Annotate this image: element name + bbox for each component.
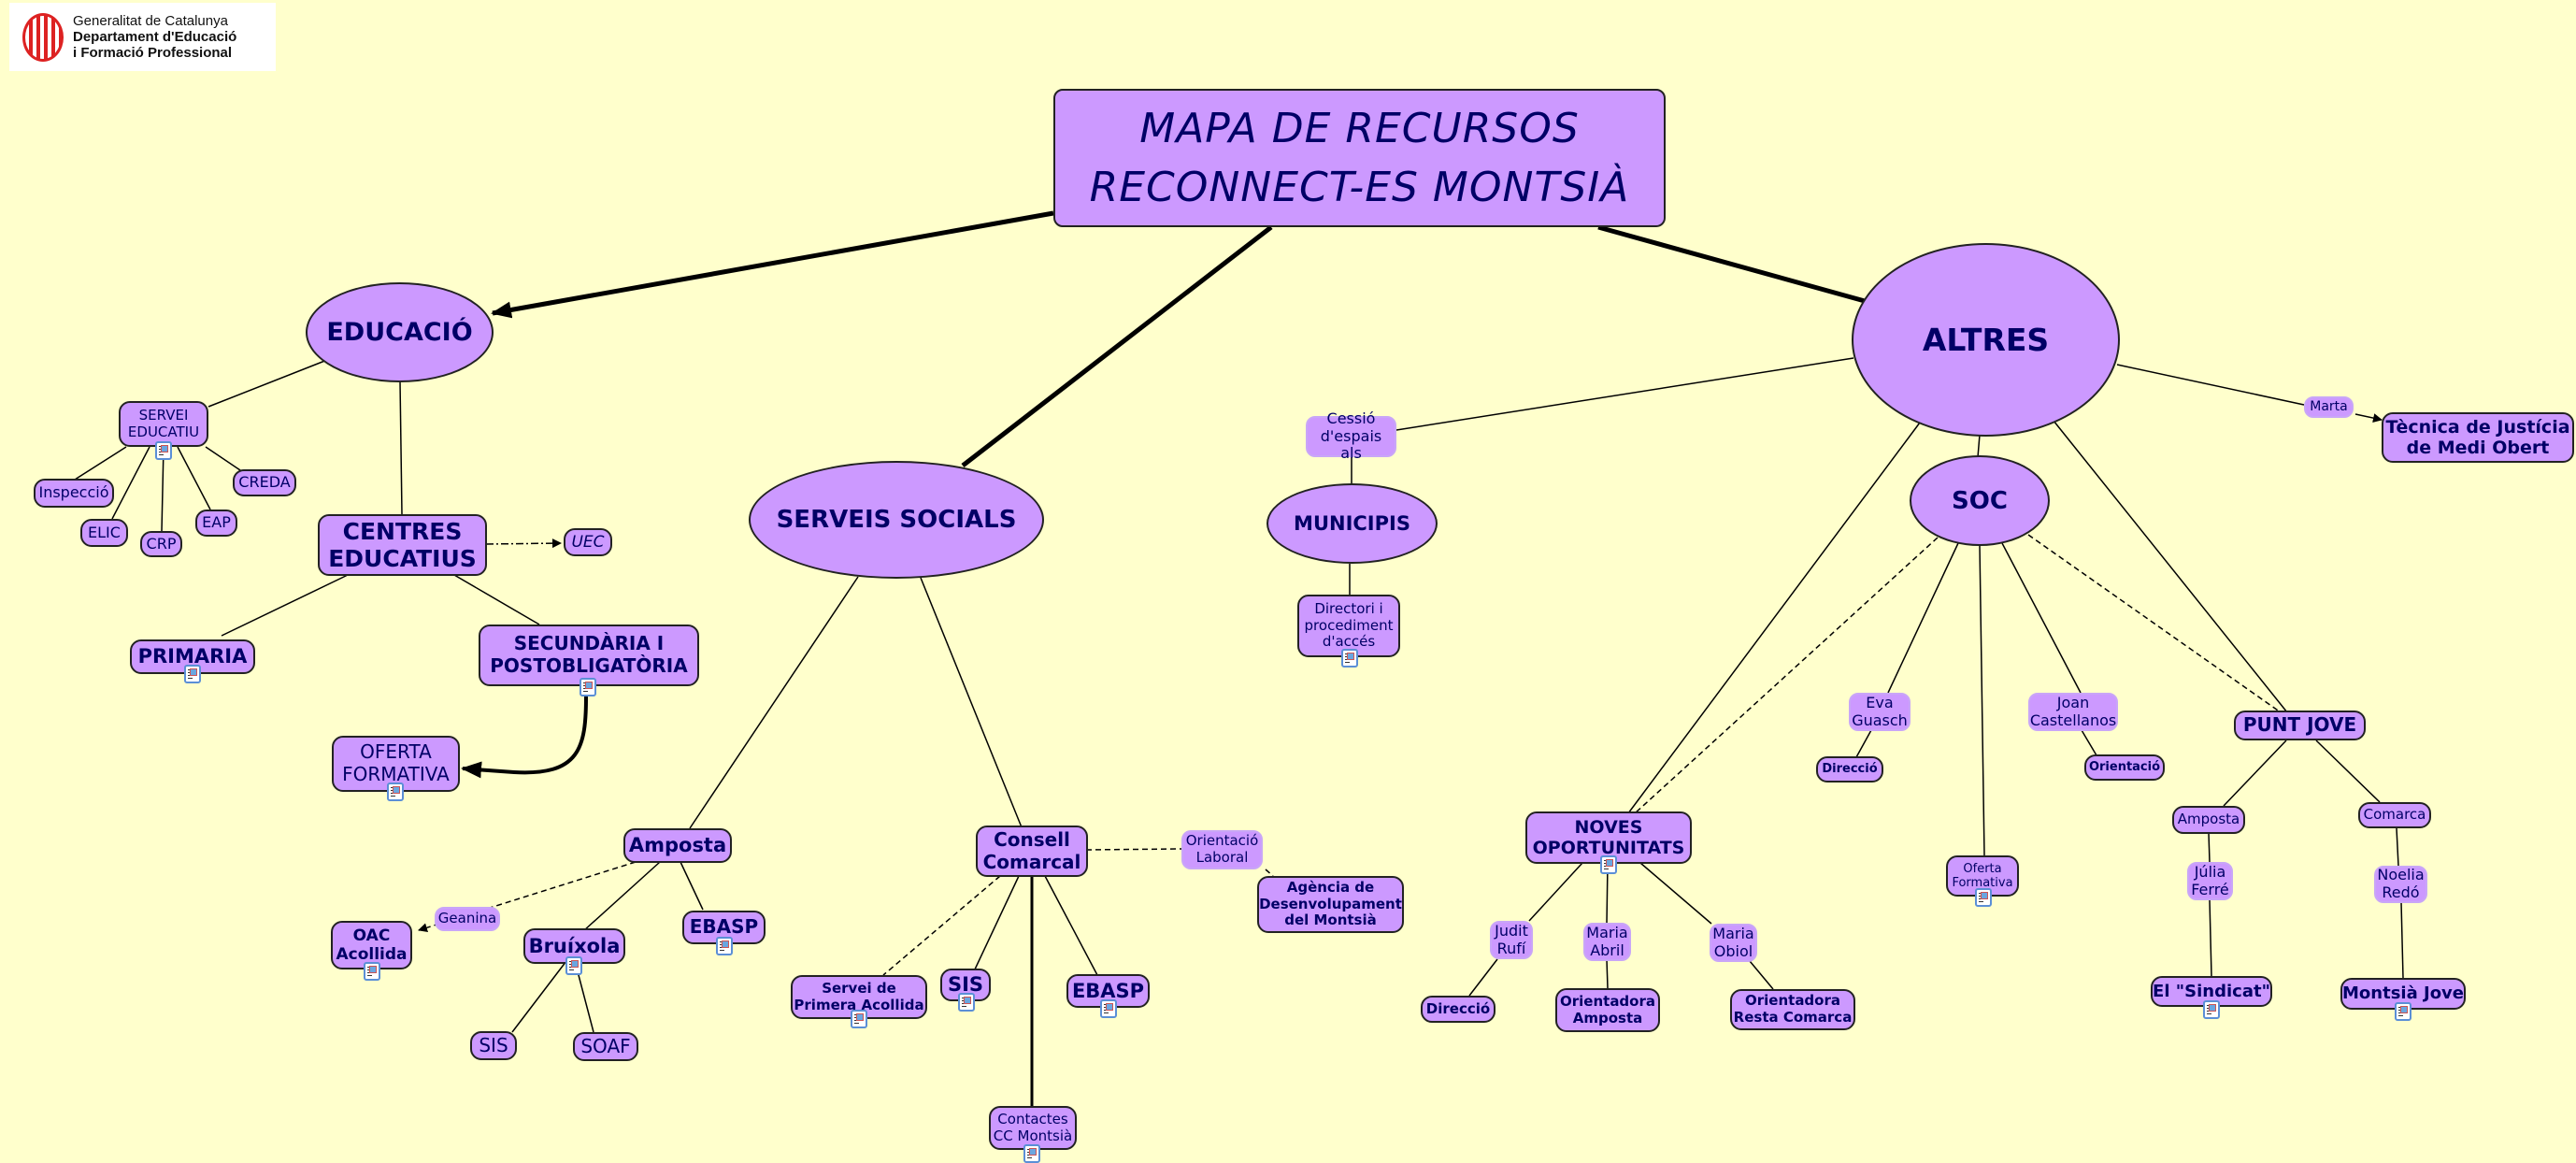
node-elic[interactable]: ELIC <box>80 519 128 547</box>
node-serveis-socials[interactable]: SERVEIS SOCIALS <box>749 461 1044 579</box>
node-amposta-ss[interactable]: Amposta <box>623 828 732 863</box>
node-directori[interactable]: Directori i procediment d'accés <box>1297 595 1400 657</box>
node-servei-educatiu[interactable]: SERVEI EDUCATIU <box>119 401 208 447</box>
document-icon[interactable] <box>1341 649 1358 668</box>
logo-line-3: i Formació Professional <box>73 45 233 61</box>
node-soc[interactable]: SOC <box>1910 455 2050 546</box>
document-icon[interactable] <box>1600 855 1617 874</box>
document-icon[interactable] <box>1975 888 1992 907</box>
link-title-educacio <box>491 210 1054 319</box>
link-title-altres <box>1597 224 1866 304</box>
node-soaf[interactable]: SOAF <box>573 1032 638 1061</box>
document-icon[interactable] <box>184 665 201 683</box>
label-orientacio-laboral: Orientació Laboral <box>1181 830 1263 869</box>
document-icon[interactable] <box>2395 1002 2411 1021</box>
node-inspeccio[interactable]: Inspecció <box>34 479 114 508</box>
label-judit-rufi: Judit Rufí <box>1490 921 1533 959</box>
label-maria-obiol: Maria Obiol <box>1710 924 1757 962</box>
node-oac-acollida[interactable]: OAC Acollida <box>331 921 412 969</box>
label-eva-guasch: Eva Guasch <box>1849 693 1911 731</box>
logo-line-1: Generalitat de Catalunya <box>73 13 228 29</box>
document-icon[interactable] <box>1100 999 1117 1018</box>
node-amposta-pj[interactable]: Amposta <box>2172 806 2245 834</box>
node-creda[interactable]: CREDA <box>233 469 296 496</box>
node-agencia-desenvolupament[interactable]: Agència de Desenvolupament del Montsià <box>1257 876 1404 933</box>
label-julia-ferre: Júlia Ferré <box>2187 862 2233 900</box>
node-sis-bruixola[interactable]: SIS <box>470 1031 517 1060</box>
node-altres[interactable]: ALTRES <box>1852 243 2120 437</box>
label-noelia-redo: Noelia Redó <box>2374 866 2427 903</box>
label-joan-castellanos: Joan Castellanos <box>2028 693 2118 731</box>
map-title: MAPA DE RECURSOS RECONNECT-ES MONTSIÀ <box>1053 89 1666 227</box>
node-orientacio-soc[interactable]: Orientació <box>2084 754 2165 781</box>
title-line-2: RECONNECT-ES MONTSIÀ <box>1089 164 1630 211</box>
node-orientadora-amposta[interactable]: Orientadora Amposta <box>1555 988 1660 1032</box>
node-contactes-cc[interactable]: Contactes CC Montsià <box>989 1106 1077 1150</box>
node-municipis[interactable]: MUNICIPIS <box>1267 483 1438 564</box>
document-icon[interactable] <box>2203 1000 2220 1019</box>
document-icon[interactable] <box>851 1010 867 1028</box>
node-educacio[interactable]: EDUCACIÓ <box>306 282 494 382</box>
link-title-serveis-socials <box>961 225 1273 467</box>
title-line-1: MAPA DE RECURSOS <box>1139 105 1580 152</box>
node-direccio-no[interactable]: Direcció <box>1421 996 1496 1023</box>
label-maria-abril: Maria Abril <box>1583 923 1631 961</box>
document-icon[interactable] <box>580 678 596 696</box>
node-tecnica-justicia[interactable]: Tècnica de Justícia de Medi Obert <box>2382 412 2574 463</box>
node-secundaria[interactable]: SECUNDÀRIA I POSTOBLIGATÒRIA <box>479 625 699 686</box>
generalitat-logo: Generalitat de Catalunya Departament d'E… <box>9 3 276 71</box>
document-icon[interactable] <box>155 441 172 460</box>
node-comarca-pj[interactable]: Comarca <box>2358 802 2431 828</box>
document-icon[interactable] <box>387 783 404 801</box>
node-punt-jove[interactable]: PUNT JOVE <box>2234 711 2366 740</box>
node-noves-oportunitats[interactable]: NOVES OPORTUNITATS <box>1525 811 1692 864</box>
node-consell-comarcal[interactable]: Consell Comarcal <box>976 826 1088 877</box>
label-cessio-espais: Cessió d'espais als <box>1306 409 1396 462</box>
node-direccio-soc[interactable]: Direcció <box>1816 756 1883 783</box>
node-crp[interactable]: CRP <box>140 531 182 557</box>
catalan-shield-icon <box>22 12 64 62</box>
label-marta: Marta <box>2304 396 2354 418</box>
node-orientadora-resta-comarca[interactable]: Orientadora Resta Comarca <box>1730 989 1855 1030</box>
document-icon[interactable] <box>364 962 380 981</box>
document-icon[interactable] <box>565 956 582 975</box>
document-icon[interactable] <box>958 993 975 1012</box>
logo-line-2: Departament d'Educació <box>73 29 237 45</box>
node-eap[interactable]: EAP <box>195 510 237 537</box>
label-geanina: Geanina <box>435 907 500 931</box>
document-icon[interactable] <box>1023 1144 1040 1163</box>
document-icon[interactable] <box>716 937 733 955</box>
node-centres-educatius[interactable]: CENTRES EDUCATIUS <box>318 514 487 576</box>
node-uec[interactable]: UEC <box>564 528 612 556</box>
